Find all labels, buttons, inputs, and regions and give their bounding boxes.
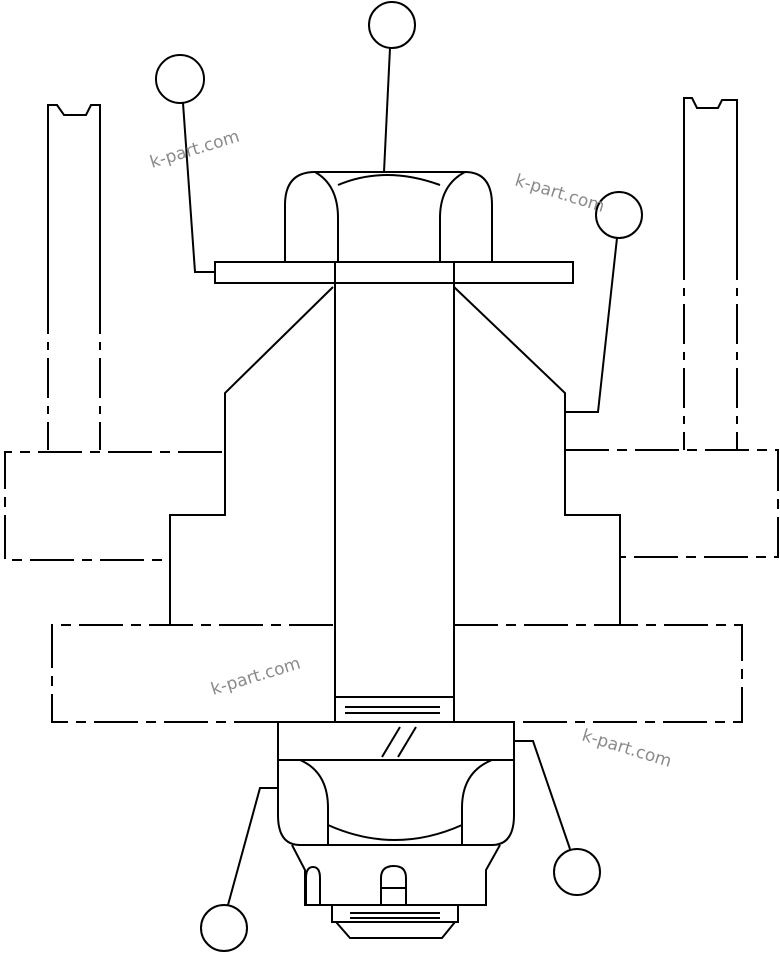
right-upper-plate xyxy=(565,449,779,558)
bottom-nut-assembly xyxy=(277,721,515,939)
lower-plate xyxy=(51,624,743,723)
callout-top-nut xyxy=(368,1,416,173)
callout-bottom-left xyxy=(200,787,278,952)
callout-bottom-right xyxy=(514,740,601,896)
callout-washer xyxy=(155,54,215,273)
watermark-4: k-part.com xyxy=(580,726,674,772)
watermark-3: k-part.com xyxy=(209,654,303,700)
bolt-shaft xyxy=(334,262,455,722)
watermark-1: k-part.com xyxy=(148,127,242,173)
top-hex-nut xyxy=(284,171,493,262)
stepped-hub xyxy=(169,286,621,625)
left-upper-plate xyxy=(4,451,222,561)
left-rail xyxy=(46,104,102,450)
right-rail xyxy=(682,97,739,450)
callout-hub xyxy=(565,191,643,413)
watermark-2: k-part.com xyxy=(513,171,607,217)
